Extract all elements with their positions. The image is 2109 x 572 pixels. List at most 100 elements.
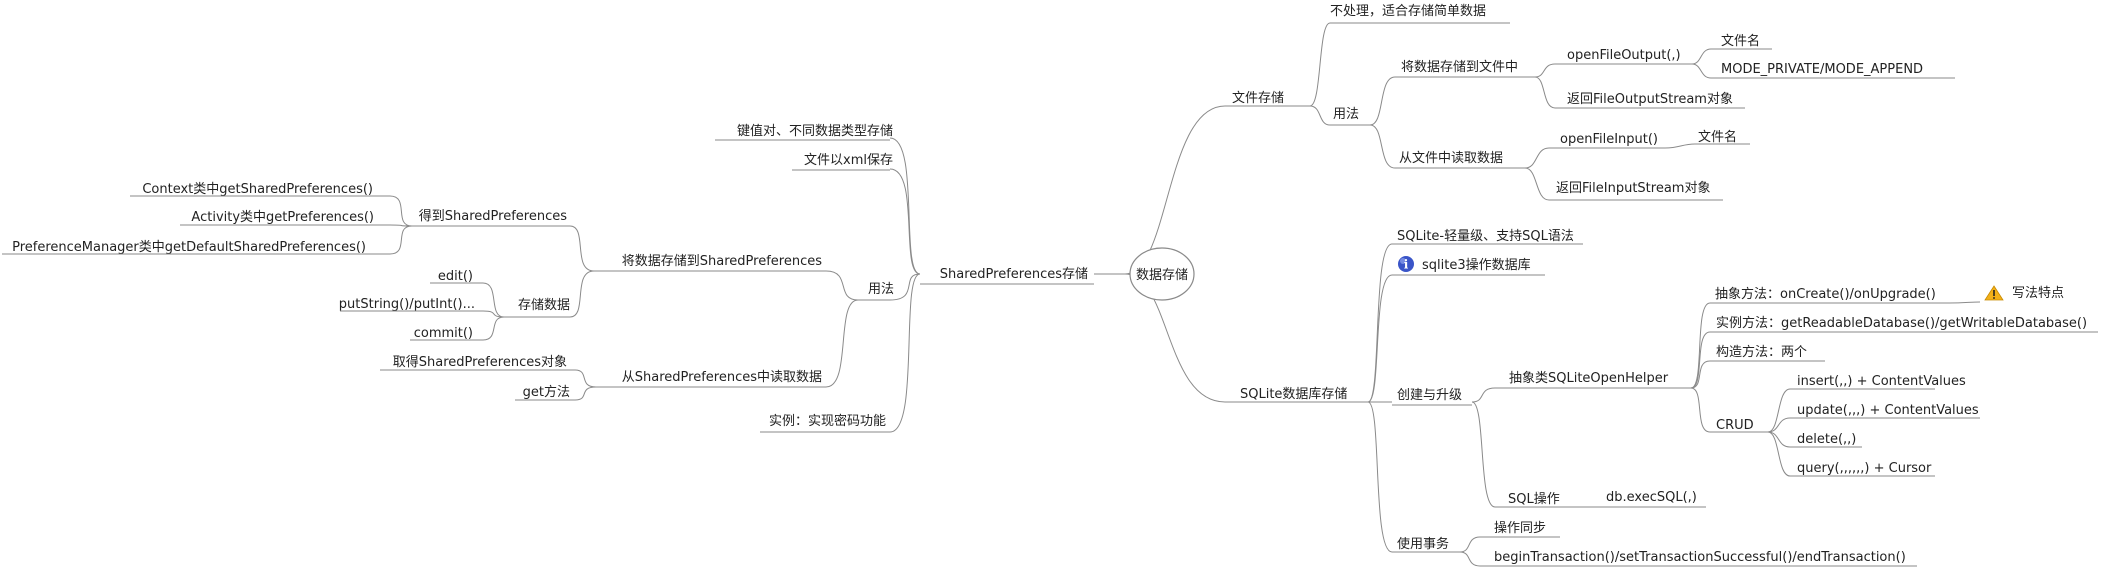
helper-class-node[interactable]: 抽象类SQLiteOpenHelper [1495, 371, 1691, 389]
exec-sql-node[interactable]: db.execSQL(,) [1590, 490, 1706, 508]
file-open-output-node[interactable]: openFileOutput(,) [1555, 48, 1692, 65]
root-ellipse [1129, 247, 1195, 301]
svg-text:i: i [1404, 258, 1409, 272]
file-usage-label: 用法 [1333, 107, 1359, 122]
file-no-process-node[interactable]: 不处理，适合存储简单数据 [1330, 3, 1510, 24]
file-output-param[interactable]: 文件名 [1711, 33, 1772, 50]
sp-example-node[interactable]: 实例：实现密码功能 [760, 413, 890, 433]
crud-node[interactable]: CRUD [1710, 418, 1768, 433]
exec-sql-label: db.execSQL(,) [1606, 490, 1697, 505]
helper-instance-node[interactable]: 实例方法：getReadableDatabase()/getWritableDa… [1710, 315, 2098, 333]
file-no-process-label: 不处理，适合存储简单数据 [1330, 3, 1486, 19]
file-input-returns-node[interactable]: 返回FileInputStream对象 [1549, 181, 1723, 201]
file-output-param[interactable]: MODE_PRIVATE/MODE_APPEND [1711, 62, 1955, 79]
file-read-label: 从文件中读取数据 [1399, 151, 1503, 166]
file-save-node[interactable]: 将数据存储到文件中 [1395, 60, 1535, 78]
file-storage-node[interactable]: 文件存储 [1225, 91, 1310, 107]
sqlite-label: SQLite数据库存储 [1240, 386, 1347, 402]
sp-get-prefs-item-label: Activity类中getPreferences() [191, 210, 374, 225]
sp-get-prefs-node[interactable]: 得到SharedPreferences [412, 208, 570, 227]
sp-store-item[interactable]: edit() [430, 269, 483, 284]
transaction-item[interactable]: beginTransaction()/setTransactionSuccess… [1480, 550, 1917, 567]
helper-instance-label: 实例方法：getReadableDatabase()/getWritableDa… [1716, 315, 2087, 331]
sp-store-item[interactable]: putString()/putInt()... [339, 297, 483, 312]
sp-read-item[interactable]: get方法 [515, 384, 575, 401]
crud-item[interactable]: update(,,,) + ContentValues [1790, 403, 1980, 419]
file-read-node[interactable]: 从文件中读取数据 [1395, 151, 1525, 169]
crud-item-label: query(,,,,,,) + Cursor [1797, 461, 1932, 476]
file-open-output-label: openFileOutput(,) [1567, 48, 1681, 63]
crud-item-label: insert(,,) + ContentValues [1797, 374, 1966, 389]
sqlite-branch: SQLite数据库存储 SQLite-轻量级、支持SQL语法 i sqlite3… [1225, 229, 2098, 567]
sp-get-prefs-item-label: PreferenceManager类中getDefaultSharedPrefe… [12, 240, 366, 255]
sp-store-item-label: commit() [414, 326, 473, 341]
crud-item[interactable]: insert(,,) + ContentValues [1790, 374, 1966, 390]
create-upgrade-node[interactable]: 创建与升级 [1392, 388, 1472, 406]
file-save-label: 将数据存储到文件中 [1401, 60, 1518, 75]
helper-class-label: 抽象类SQLiteOpenHelper [1509, 371, 1669, 386]
transaction-item[interactable]: 操作同步 [1480, 520, 1560, 538]
sql-operation-node[interactable]: SQL操作 [1495, 491, 1571, 508]
sqlite-feature-node[interactable]: SQLite-轻量级、支持SQL语法 [1392, 229, 1583, 245]
sp-read-item-label: 取得SharedPreferences对象 [393, 354, 567, 370]
root-node[interactable]: 数据存储 [1129, 247, 1195, 301]
sp-read-item[interactable]: 取得SharedPreferences对象 [380, 354, 575, 371]
sp-store-item[interactable]: commit() [410, 326, 483, 341]
sp-store-node[interactable]: 存储数据 [504, 298, 570, 318]
sqlite-feature-label: SQLite-轻量级、支持SQL语法 [1397, 229, 1574, 244]
helper-abstract-node[interactable]: 抽象方法：onCreate()/onUpgrade() [1710, 286, 1949, 304]
sp-kv-label: 键值对、不同数据类型存储 [737, 123, 893, 139]
file-open-input-node[interactable]: openFileInput() [1549, 132, 1665, 149]
file-output-returns-node[interactable]: 返回FileOutputStream对象 [1555, 92, 1745, 109]
sqlite3-tool-node[interactable]: i sqlite3操作数据库 [1392, 256, 1545, 276]
sharedpreferences-node[interactable]: SharedPreferences存储 [920, 267, 1094, 285]
sp-get-prefs-item[interactable]: PreferenceManager类中getDefaultSharedPrefe… [2, 240, 390, 255]
file-open-input-label: openFileInput() [1560, 132, 1658, 147]
crud-item[interactable]: delete(,,) [1790, 432, 1862, 448]
sp-save-node[interactable]: 将数据存储到SharedPreferences [594, 254, 826, 272]
helper-note-label: 写法特点 [2012, 286, 2064, 301]
sp-read-node[interactable]: 从SharedPreferences中读取数据 [596, 370, 826, 388]
sp-read-item-label: get方法 [523, 384, 570, 400]
crud-item[interactable]: query(,,,,,,) + Cursor [1790, 461, 1935, 477]
sqlite-node[interactable]: SQLite数据库存储 [1225, 386, 1368, 403]
helper-constructor-node[interactable]: 构造方法：两个 [1710, 344, 1825, 362]
connectors [389, 22, 1981, 567]
transaction-item-label: 操作同步 [1494, 520, 1546, 536]
helper-abstract-label: 抽象方法：onCreate()/onUpgrade() [1715, 286, 1936, 302]
sp-store-item-label: edit() [438, 269, 473, 284]
transaction-item-label: beginTransaction()/setTransactionSuccess… [1494, 550, 1906, 565]
helper-constructor-label: 构造方法：两个 [1716, 344, 1807, 360]
sp-kv-node[interactable]: 键值对、不同数据类型存储 [715, 123, 893, 141]
sharedpreferences-label: SharedPreferences存储 [940, 267, 1088, 282]
file-input-param[interactable]: 文件名 [1695, 129, 1750, 145]
sql-operation-label: SQL操作 [1508, 491, 1560, 507]
transaction-node[interactable]: 使用事务 [1392, 536, 1460, 553]
file-input-returns-label: 返回FileInputStream对象 [1556, 181, 1710, 196]
sp-xml-node[interactable]: 文件以xml保存 [792, 153, 893, 171]
file-usage-node[interactable]: 用法 [1330, 107, 1370, 126]
sp-get-prefs-label: 得到SharedPreferences [419, 208, 567, 224]
info-icon: i [1398, 256, 1414, 272]
sp-get-prefs-item-label: Context类中getSharedPreferences() [142, 182, 373, 197]
sharedpreferences-branch: SharedPreferences存储 键值对、不同数据类型存储 文件以xml保… [2, 123, 1094, 433]
sp-store-label: 存储数据 [518, 298, 570, 313]
file-output-param-label: 文件名 [1721, 33, 1760, 49]
sqlite3-tool-label: sqlite3操作数据库 [1422, 257, 1531, 273]
file-output-param-label: MODE_PRIVATE/MODE_APPEND [1721, 62, 1923, 77]
file-storage-branch: 文件存储 不处理，适合存储简单数据 用法 将数据存储到文件中 openFileO… [1225, 3, 1955, 201]
crud-item-label: update(,,,) + ContentValues [1797, 403, 1979, 418]
crud-item-label: delete(,,) [1797, 432, 1856, 447]
sp-xml-label: 文件以xml保存 [804, 153, 893, 168]
file-output-returns-label: 返回FileOutputStream对象 [1567, 92, 1733, 107]
root-label: 数据存储 [1136, 268, 1188, 283]
sp-usage-node[interactable]: 用法 [858, 282, 894, 301]
sp-usage-label: 用法 [868, 282, 894, 297]
file-storage-label: 文件存储 [1232, 91, 1284, 106]
warning-icon [1984, 285, 2004, 301]
sp-example-label: 实例：实现密码功能 [769, 413, 886, 429]
helper-note-node[interactable]: 写法特点 [1984, 285, 2064, 301]
sp-get-prefs-item[interactable]: Activity类中getPreferences() [180, 210, 390, 226]
sp-get-prefs-item[interactable]: Context类中getSharedPreferences() [130, 182, 390, 197]
